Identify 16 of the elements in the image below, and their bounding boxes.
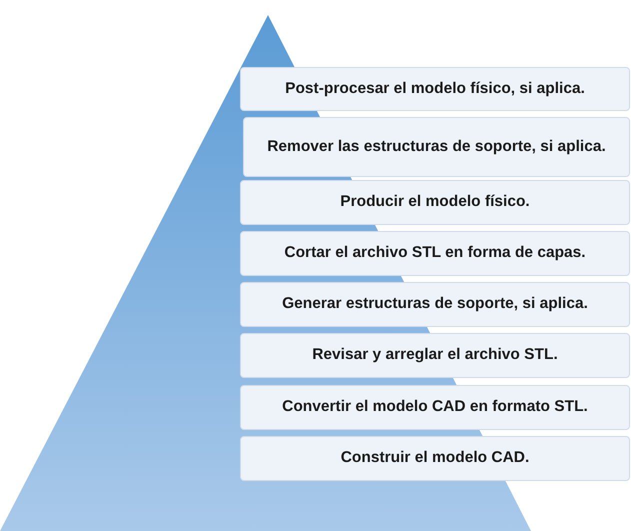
step-box (240, 333, 630, 378)
step-box (243, 117, 630, 177)
step-box (240, 436, 630, 481)
step-box (240, 231, 630, 276)
step-box (240, 67, 630, 111)
step-text: Convertir el modelo CAD en formato STL. (282, 397, 588, 418)
step-box (240, 180, 630, 225)
step-text: Revisar y arreglar el archivo STL. (312, 345, 558, 366)
step-text: Generar estructuras de soporte, si aplica. (282, 294, 588, 314)
step-box (240, 282, 630, 327)
step-text: Construir el modelo CAD. (340, 448, 530, 468)
step-text: Remover las estructuras de soporte, si aplica. (267, 136, 606, 157)
step-text: Producir el modelo físico. (340, 192, 530, 212)
step-box (240, 385, 630, 430)
step-text: Cortar el archivo STL en forma de capas. (284, 243, 586, 264)
step-text: Post-procesar el modelo físico, si aplica. (285, 78, 585, 99)
